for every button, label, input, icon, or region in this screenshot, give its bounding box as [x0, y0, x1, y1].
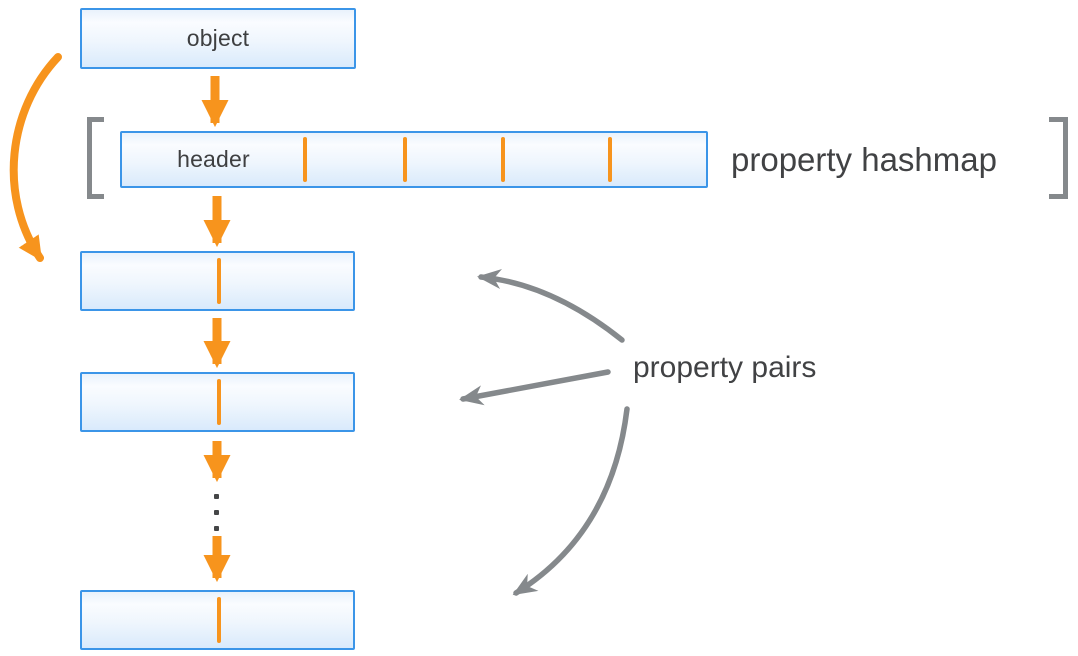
curved-arrow-object-to-pairs-icon — [9, 53, 62, 262]
left-bracket — [87, 117, 104, 199]
hashmap-slot-divider — [303, 137, 307, 182]
ellipsis-dot — [214, 526, 219, 531]
header-box-label: header — [177, 146, 250, 172]
pairs-pointer-bottom-icon — [512, 406, 630, 596]
hashmap-slot-divider — [501, 137, 505, 182]
property-pair-box-3 — [80, 590, 355, 650]
object-box: object — [80, 8, 356, 69]
pair-divider — [217, 258, 221, 304]
pairs-caption: property pairs — [633, 351, 817, 384]
hashmap-slot-divider — [608, 137, 612, 182]
pair-divider — [217, 379, 221, 425]
pair-divider — [217, 597, 221, 643]
object-box-label: object — [186, 25, 250, 51]
pairs-pointer-top-icon — [476, 268, 625, 343]
property-pair-box-1 — [80, 251, 355, 311]
ellipsis-dot — [214, 510, 219, 515]
ellipsis-dot — [214, 494, 219, 499]
property-pair-box-2 — [80, 372, 355, 432]
hashmap-caption: property hashmap — [731, 141, 997, 178]
pairs-pointer-middle-icon — [459, 369, 611, 406]
vertical-ellipsis — [214, 494, 219, 531]
hashmap-header-box: header — [120, 131, 708, 188]
right-bracket — [1049, 117, 1068, 199]
hashmap-slot-divider — [403, 137, 407, 182]
